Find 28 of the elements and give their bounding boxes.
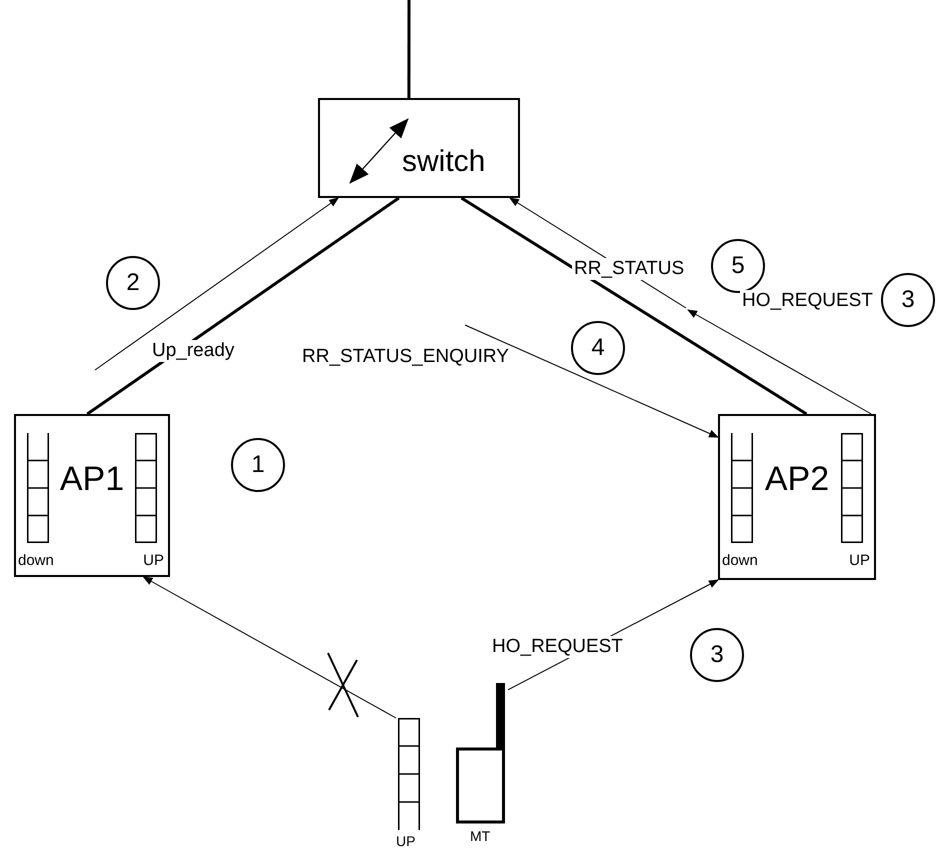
message-arrow [94,197,340,370]
terminal-label: MT [470,828,490,844]
switch-box [318,98,520,198]
access-point-box [718,414,876,580]
queue-label: UP [849,552,870,569]
message-arrow [142,576,396,718]
queue-label: down [722,552,758,569]
edge-label: Up_ready [150,340,236,362]
connection-line [407,0,410,98]
step-number-circle: 3 [881,273,935,327]
switch-label: switch [402,145,486,179]
queue-label: UP [143,552,164,569]
connection-line [86,196,400,416]
step-number-circle: 2 [106,256,160,310]
access-point-box [14,414,170,577]
connection-line [460,196,808,416]
queue-label: UP [396,833,416,849]
step-number-circle: 4 [571,321,625,375]
access-point-label: AP1 [58,460,126,499]
access-point-label: AP2 [764,460,830,499]
message-arrow [464,324,719,438]
message-arrow [687,310,872,414]
step-number-circle: 3 [690,628,744,682]
step-number-circle: 5 [711,239,765,293]
edge-label: RR_STATUS [572,258,686,280]
queue-label: down [18,552,54,569]
step-number-circle: 1 [231,438,285,492]
edge-label: HO_REQUEST [740,290,875,312]
